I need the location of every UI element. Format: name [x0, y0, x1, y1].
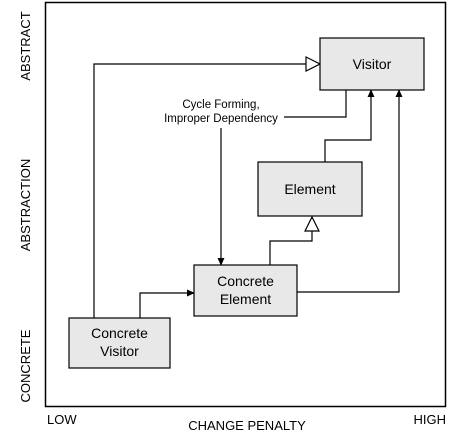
concrete-element-label-line-2: Element	[220, 291, 271, 307]
concrete-element-box: Concrete Element	[193, 264, 298, 317]
concrete-visitor-to-concrete-element-line	[139, 293, 194, 318]
annotation-line-1: Cycle Forming,	[182, 99, 259, 111]
inheritance-arrowhead-visitor	[305, 56, 322, 72]
element-label: Element	[284, 181, 335, 197]
concrete-visitor-to-visitor-line	[93, 63, 308, 318]
element-box: Element	[257, 161, 363, 217]
y-axis-title: ABSTRACTION	[18, 159, 33, 251]
visitor-label: Visitor	[353, 56, 392, 72]
y-axis-top-label: ABSTRACT	[18, 11, 33, 80]
element-to-visitor-line	[324, 90, 371, 162]
concrete-element-to-element-line	[269, 230, 313, 265]
y-axis-bottom-label: CONCRETE	[18, 329, 33, 402]
concrete-visitor-label-line-2: Visitor	[100, 343, 139, 359]
cycle-dependency-line-top	[284, 90, 347, 118]
x-axis-left-label: LOW	[47, 412, 77, 427]
concrete-element-to-visitor-line	[297, 90, 399, 293]
visitor-box: Visitor	[319, 37, 425, 91]
x-axis-right-label: HIGH	[414, 412, 447, 427]
inheritance-arrowhead-element	[304, 215, 320, 232]
x-axis-title: CHANGE PENALTY	[188, 418, 306, 433]
concrete-element-label-line-1: Concrete	[217, 273, 274, 289]
concrete-visitor-label-line-1: Concrete	[91, 325, 148, 341]
annotation-line-2: Improper Dependency	[164, 113, 278, 125]
concrete-visitor-box: Concrete Visitor	[68, 317, 171, 369]
